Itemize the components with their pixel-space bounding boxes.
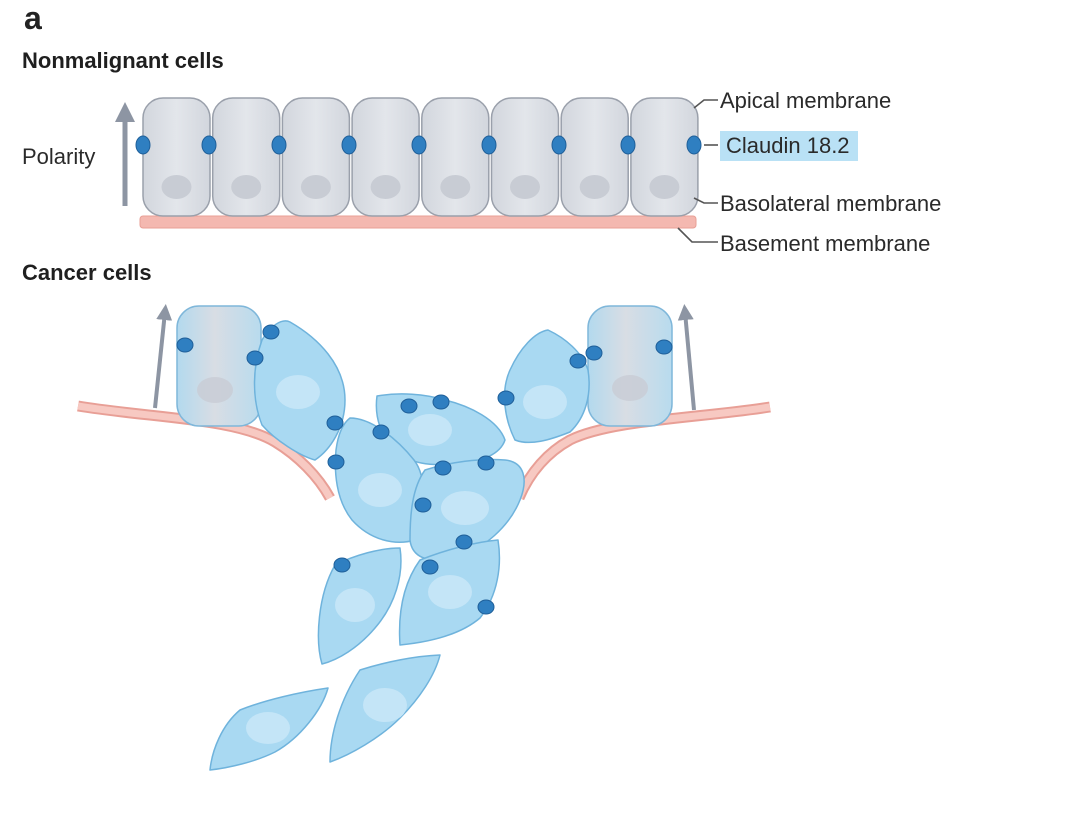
cell-nucleus — [161, 175, 192, 199]
claudin-dot — [551, 135, 567, 155]
disrupted-basement-membrane — [77, 400, 771, 501]
nonmalignant-title: Nonmalignant cells — [22, 48, 224, 73]
normal-cell — [351, 97, 420, 217]
cell-nucleus — [370, 175, 401, 199]
claudin-dot — [585, 345, 603, 361]
claudin-dot — [333, 557, 351, 573]
cancer-title: Cancer cells — [22, 260, 152, 285]
normal-cell — [490, 97, 560, 217]
basement-membrane-band — [139, 215, 697, 229]
cell-nucleus — [300, 175, 331, 199]
claudin-dot — [326, 415, 344, 431]
claudin-dot — [569, 353, 587, 369]
claudin-dot — [400, 398, 418, 414]
cell-nucleus — [231, 175, 262, 199]
leader-lines — [677, 99, 718, 243]
claudin-dot — [201, 135, 217, 155]
leader-basement — [677, 227, 718, 243]
cell-nucleus — [440, 175, 471, 199]
claudin-dot — [246, 350, 264, 366]
claudin-dot — [262, 324, 280, 340]
claudin-dot — [434, 460, 452, 476]
basolateral-membrane-label: Basolateral membrane — [720, 191, 942, 216]
claudin-dot — [271, 135, 287, 155]
claudin-dot — [455, 534, 473, 550]
claudin-dot — [421, 559, 439, 575]
claudin-dot — [341, 135, 357, 155]
claudin-dot — [135, 135, 151, 155]
claudin-dot — [327, 454, 345, 470]
basement-membrane-label: Basement membrane — [720, 231, 931, 256]
claudin-dot — [686, 135, 702, 155]
leader-basolateral — [693, 197, 718, 204]
polar-cell-right — [587, 305, 673, 427]
normal-cell — [142, 97, 211, 217]
cell-nucleus — [510, 175, 540, 199]
claudin-dot — [176, 337, 194, 353]
normal-cell-row — [135, 97, 702, 217]
claudin-dot — [655, 339, 673, 355]
claudin-dot — [620, 135, 636, 155]
polarized-cells — [153, 304, 696, 427]
panel-label: a — [24, 0, 42, 36]
polar-cell-left — [176, 305, 262, 427]
cell-nucleus — [579, 175, 610, 199]
normal-cell — [630, 97, 699, 217]
normal-cell — [281, 97, 351, 217]
claudin-label: Claudin 18.2 — [720, 131, 858, 161]
cancer-cells — [209, 320, 590, 771]
apical-membrane-label: Apical membrane — [720, 88, 892, 113]
claudin-dot — [481, 135, 497, 155]
claudin-dot — [411, 135, 427, 155]
claudin-dot — [477, 455, 495, 471]
claudin-dot — [477, 599, 495, 615]
polarity-arrow-right — [677, 304, 696, 411]
normal-cell — [560, 97, 629, 217]
claudin-dot — [497, 390, 515, 406]
claudin-dot — [372, 424, 390, 440]
normal-cell — [211, 97, 281, 217]
polarity-arrow-left — [153, 304, 173, 409]
leader-apical — [693, 99, 718, 109]
cancer-claudin-dots — [176, 324, 673, 615]
claudin-dot — [414, 497, 432, 513]
polarity-label: Polarity — [22, 144, 96, 169]
claudin-dot — [432, 394, 450, 410]
normal-epithelium — [115, 97, 702, 229]
cell-nucleus — [649, 175, 680, 199]
normal-cell — [421, 97, 490, 217]
